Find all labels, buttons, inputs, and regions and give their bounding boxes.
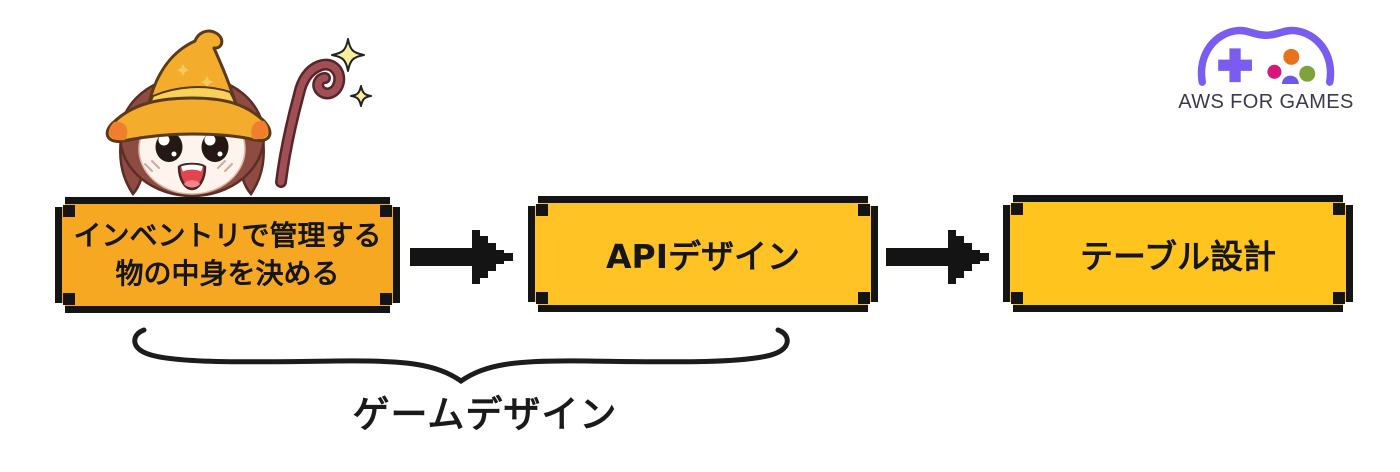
button-dot-green: [1299, 65, 1316, 82]
pixel-corner-notch: [55, 303, 65, 313]
flow-arrow-icon: [410, 230, 513, 284]
flow-step-2-label: APIデザイン: [535, 203, 871, 305]
flow-step-3-label-text: テーブル設計: [1079, 236, 1277, 276]
pixel-corner-notch: [868, 302, 878, 312]
pixel-corner-notch: [868, 196, 878, 206]
pixel-corner-block: [536, 292, 548, 304]
flow-step-1-label-line1: インベントリで管理する: [73, 219, 382, 253]
pixel-corner-notch: [1003, 302, 1013, 312]
flow-step-box-1: インベントリで管理する 物の中身を決める: [55, 197, 400, 313]
flow-step-box-3: テーブル設計: [1003, 195, 1353, 312]
pixel-corner-notch: [528, 302, 538, 312]
pixel-corner-notch: [1003, 195, 1013, 205]
flow-step-3-label: テーブル設計: [1010, 202, 1346, 305]
dpad-plus-icon: [1218, 48, 1252, 83]
witch-eyes: [155, 132, 229, 162]
button-dot-orange: [1283, 48, 1300, 65]
pixel-corner-notch: [390, 303, 400, 313]
magic-staff-icon: [275, 58, 346, 188]
aws-for-games-logo: AWS FOR GAMES: [1178, 20, 1353, 114]
pixel-corner-notch: [1343, 195, 1353, 205]
witch-blush: [144, 160, 233, 172]
pixel-corner-block: [380, 205, 392, 217]
flow-arrow-icon: [886, 230, 989, 284]
pixel-corner-notch: [1343, 302, 1353, 312]
witch-mouth: [177, 162, 207, 191]
flow-step-2-label-text: APIデザイン: [605, 237, 800, 276]
game-controller-icon: [1197, 26, 1335, 86]
flow-step-box-2: APIデザイン: [528, 196, 878, 312]
pixel-corner-block: [1333, 203, 1345, 215]
pixel-corner-notch: [528, 196, 538, 206]
flow-step-1-label: インベントリで管理する 物の中身を決める: [62, 204, 393, 306]
pixel-corner-block: [1011, 203, 1023, 215]
button-dot-pink: [1267, 64, 1282, 79]
logo-text: AWS FOR GAMES: [1178, 91, 1354, 113]
pixel-corner-block: [63, 293, 75, 305]
pixel-corner-block: [536, 204, 548, 216]
pixel-corner-block: [1011, 292, 1023, 304]
button-dot-purple: [1281, 75, 1299, 84]
pixel-corner-notch: [390, 197, 400, 207]
flow-step-1-label-line2: 物の中身を決める: [115, 257, 340, 290]
witch-mascot-illustration: [105, 29, 372, 198]
pixel-corner-block: [380, 293, 392, 305]
sparkles-icon: [331, 38, 372, 107]
brace-label: ゲームデザイン: [352, 393, 618, 436]
pixel-corner-block: [858, 204, 870, 216]
pixel-corner-block: [63, 205, 75, 217]
pixel-corner-block: [1333, 292, 1345, 304]
curly-brace: [132, 327, 790, 385]
witch-hat-icon: [105, 29, 272, 143]
pixel-corner-notch: [55, 197, 65, 207]
pixel-corner-block: [858, 292, 870, 304]
